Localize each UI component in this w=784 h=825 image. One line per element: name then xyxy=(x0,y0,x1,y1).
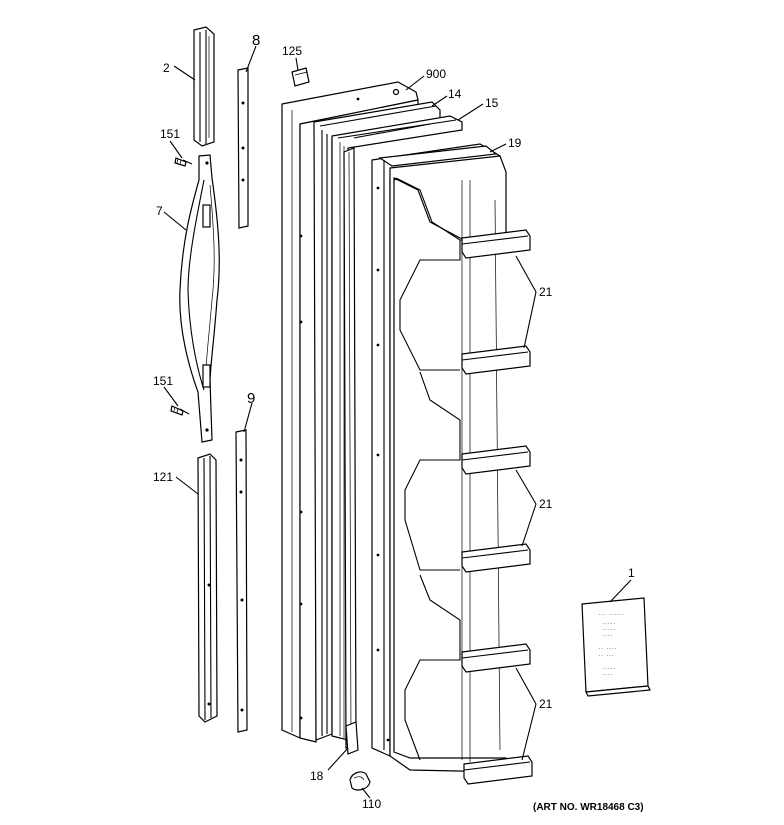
label-9: 9 xyxy=(247,390,255,407)
card-text-line: --- ------ xyxy=(598,613,625,618)
part-21-shelf-bar-6 xyxy=(463,755,533,785)
card-text-line: -- ---- xyxy=(598,647,617,652)
label-19: 19 xyxy=(508,136,522,150)
part-21-shelf-bar-3 xyxy=(461,445,531,475)
label-900: 900 xyxy=(426,67,446,81)
label-21-lower: 21 xyxy=(539,697,553,711)
part-18-strip xyxy=(343,147,359,755)
label-21-upper: 21 xyxy=(539,285,553,299)
part-21-shelf-bar-4 xyxy=(461,543,531,573)
label-2: 2 xyxy=(163,61,170,75)
label-121: 121 xyxy=(153,470,173,484)
part-121-handle-trim-bottom xyxy=(197,453,218,723)
part-8-trim-strip-upper xyxy=(237,67,249,229)
label-14: 14 xyxy=(448,87,462,101)
card-text-line: ---- xyxy=(602,634,613,639)
part-151-screw-upper xyxy=(174,157,193,167)
part-125-cap xyxy=(291,67,310,87)
part-110-cap xyxy=(349,771,371,791)
part-21-shelf-bar-2 xyxy=(461,345,531,375)
card-text-line: ---- xyxy=(602,673,613,678)
label-110: 110 xyxy=(362,797,381,811)
part-21-shelf-bar-5 xyxy=(461,643,531,673)
part-7-door-handle xyxy=(179,154,220,443)
part-9-trim-strip-lower xyxy=(235,429,248,733)
part-21-shelf-bar-1 xyxy=(461,229,531,259)
label-8: 8 xyxy=(252,32,260,49)
label-18: 18 xyxy=(310,769,324,783)
part-900-door-panel xyxy=(281,81,419,743)
part-1-literature-card: --- ------ ----- ----- ---- -- ---- -- -… xyxy=(581,597,651,697)
label-151-lower: 151 xyxy=(153,374,173,388)
card-text-line: ----- xyxy=(602,628,616,633)
leader-lines xyxy=(163,45,632,799)
part-151-screw-lower xyxy=(170,405,190,416)
card-text-line: ----- xyxy=(602,622,616,627)
label-21-middle: 21 xyxy=(539,497,553,511)
part-labels: 2 8 125 900 14 15 19 151 7 21 151 9 121 … xyxy=(153,32,644,813)
card-text-line: -- --- xyxy=(598,654,614,659)
card-text-line: ----- xyxy=(602,667,616,672)
label-7: 7 xyxy=(156,204,163,218)
label-1: 1 xyxy=(628,566,635,580)
label-151-upper: 151 xyxy=(160,127,180,141)
label-125: 125 xyxy=(282,44,302,58)
part-2-handle-trim-top xyxy=(193,26,215,147)
art-number: (ART NO. WR18468 C3) xyxy=(533,802,644,813)
label-15: 15 xyxy=(485,96,499,110)
